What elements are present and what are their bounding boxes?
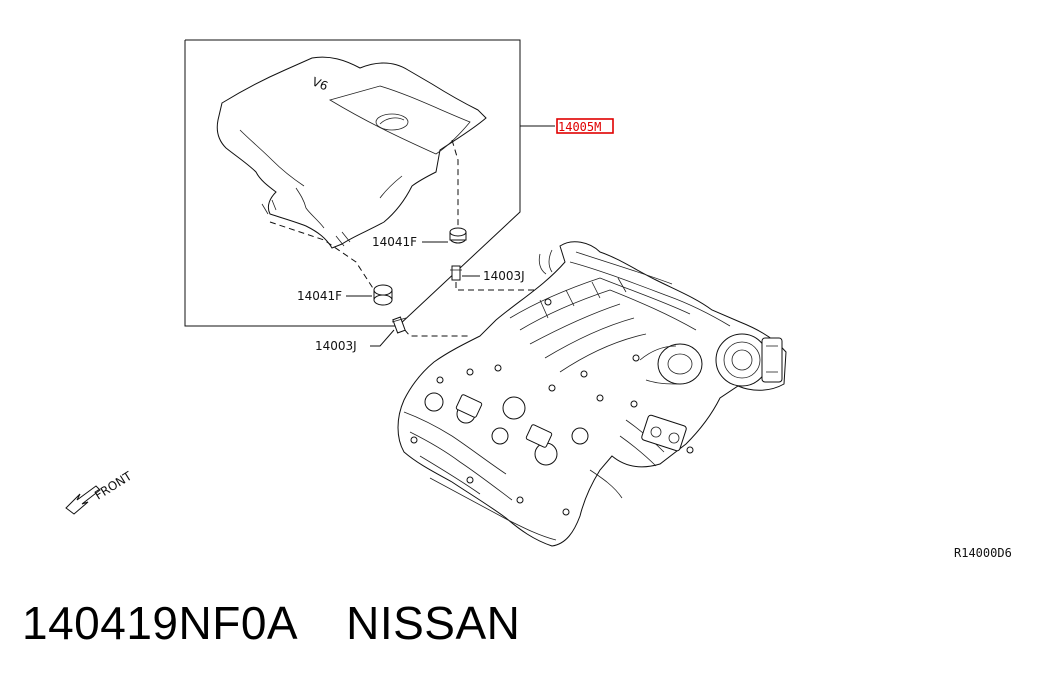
cover-badge: V6 xyxy=(310,75,330,94)
grommet-upper[interactable] xyxy=(449,227,467,244)
part-number: 140419NF0A xyxy=(22,597,299,649)
part-label-14041F-upper[interactable]: 14041F xyxy=(372,235,417,249)
front-indicator: FRONT xyxy=(65,469,135,515)
label-14005M[interactable]: 14005M xyxy=(556,118,614,134)
brand-name: NISSAN xyxy=(346,597,521,649)
stud-upper[interactable] xyxy=(450,265,462,281)
highlight-box xyxy=(556,118,614,134)
leader-lines xyxy=(346,241,480,347)
front-label: FRONT xyxy=(92,469,135,503)
part-label-14041F-lower[interactable]: 14041F xyxy=(297,289,342,303)
caption: 140419NF0A NISSAN xyxy=(22,596,520,650)
part-label-14003J-upper[interactable]: 14003J xyxy=(483,269,525,283)
grommet-lower[interactable] xyxy=(373,284,393,306)
stud-lower[interactable] xyxy=(391,316,407,334)
engine-cover[interactable]: V6 xyxy=(216,56,487,249)
engine-assembly xyxy=(397,241,787,547)
reference-code: R14000D6 xyxy=(954,546,1012,560)
front-arrow-icon xyxy=(65,485,101,515)
part-label-14003J-lower[interactable]: 14003J xyxy=(315,339,357,353)
part-label-14005M: 14005M xyxy=(558,120,601,134)
